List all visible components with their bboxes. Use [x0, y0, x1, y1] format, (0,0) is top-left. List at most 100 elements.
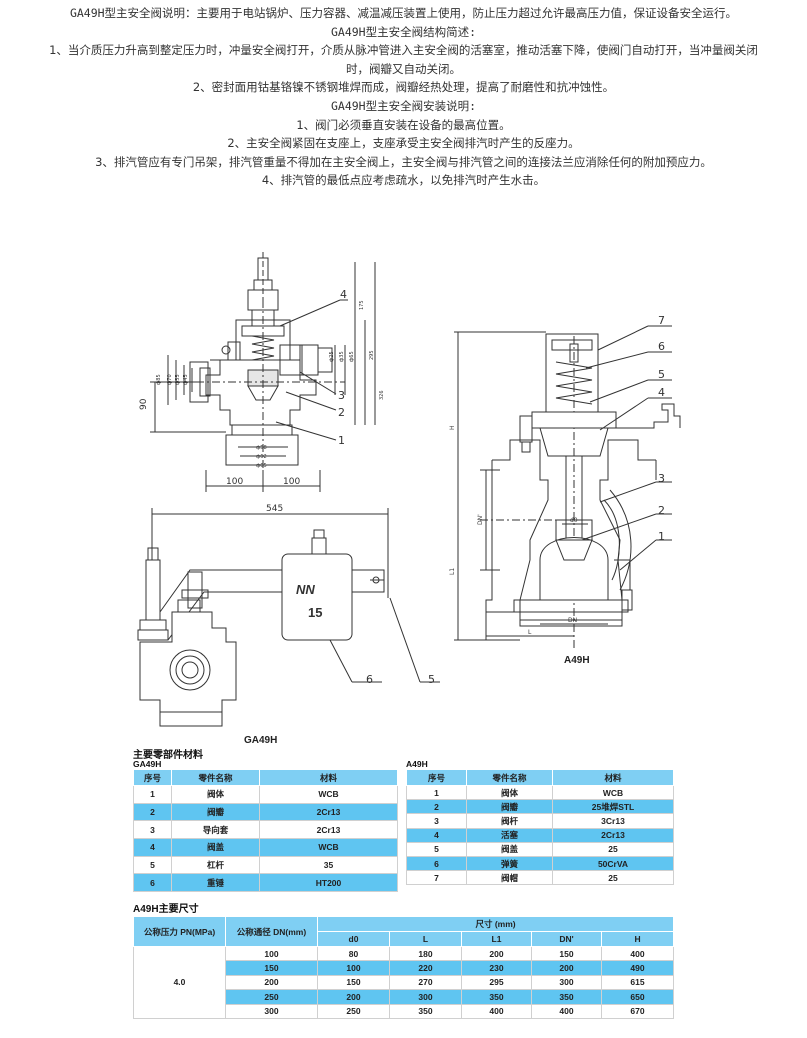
cell: 2 [133, 803, 172, 822]
cell: 7 [406, 870, 467, 886]
intro-line-6: GA49H型主安全阀安装说明: [330, 98, 477, 113]
cell: 250 [317, 1004, 390, 1019]
callout-1: 1 [658, 530, 665, 543]
intro-line-9: 3、排汽管应有专门吊架，排汽管重量不得加在主安全阀上，主安全阀与排汽管之间的连接… [95, 154, 712, 169]
cell: 670 [601, 1004, 675, 1019]
cell: 35 [259, 856, 398, 875]
cell: 阀瓣 [466, 799, 553, 815]
a49h-table-title: A49H [406, 759, 428, 769]
table-row: 4.0 100 80 180 200 150 400 [133, 946, 675, 1019]
a49h-section-view [454, 325, 681, 650]
cell: 220 [389, 960, 462, 976]
cell: 5 [133, 856, 172, 875]
callout-5: 5 [428, 673, 435, 686]
dim-label: ф45 [183, 374, 189, 385]
cell: 1 [133, 785, 172, 804]
cell: 100 [317, 960, 390, 976]
intro-line-1: GA49H型主安全阀说明：主要用于电站锅炉、压力容器、减温减压装置上使用，防止压… [69, 6, 738, 20]
cell: 25 [552, 842, 674, 857]
cell: 350 [389, 1004, 462, 1019]
caption-ga49h: GA49H [244, 735, 277, 746]
dim-h: H [449, 425, 456, 430]
ga49h-dim-text: 90 100 100 545 [139, 398, 300, 514]
table-row: 300 250 350 400 400 670 [134, 1004, 675, 1019]
cell: 1 [406, 785, 467, 801]
cell: 2Cr13 [259, 803, 398, 822]
cell: 350 [461, 989, 532, 1005]
table-subheader-row: d0 L L1 DN' H [134, 931, 675, 947]
intro-line-3: 1、当介质压力升高到整定压力时，冲量安全阀打开，介质从脉冲管进入主安全阀的活塞室… [49, 43, 758, 58]
col-header: 材料 [552, 769, 674, 786]
cell: 2 [406, 799, 467, 815]
table-row: 7 阀帽 25 [406, 870, 674, 886]
cell: 4 [406, 828, 467, 843]
cell: 100 [225, 946, 318, 962]
dim-label: 175 [359, 300, 365, 310]
cell: 230 [461, 960, 532, 976]
dim-label: ф55 [175, 374, 181, 385]
callout-3: 3 [338, 389, 345, 402]
cell: 阀杆 [466, 813, 553, 829]
a49h-dimensions-table: 公称压力 PN(MPa) 公称通径 DN(mm) 尺寸 (mm) d0 L L1… [133, 916, 675, 1019]
cell: 阀盖 [466, 842, 553, 857]
caption-a49h: A49H [564, 655, 590, 666]
cell: 弹簧 [466, 856, 553, 872]
callout-1: 1 [338, 434, 345, 447]
col-header: 材料 [259, 769, 398, 786]
dim-label: ф58 [256, 445, 267, 451]
cell: 650 [601, 989, 675, 1005]
callout-7: 7 [658, 314, 665, 327]
dim-label: ф70 [167, 374, 173, 385]
cell: 400 [531, 1004, 602, 1019]
callout-2: 2 [658, 504, 665, 517]
cell: 6 [133, 873, 172, 893]
cell: 80 [317, 946, 390, 962]
dim-label: ф25 [329, 351, 335, 362]
cell: 400 [601, 946, 675, 962]
cell: 2Cr13 [259, 820, 398, 840]
table-row: 3 导向套 2Cr13 [133, 820, 398, 840]
cell: 200 [531, 960, 602, 976]
parts-section-title: 主要零部件材料 [133, 750, 203, 761]
table-row: 1 阀体 WCB [406, 785, 674, 801]
cell: 阀体 [171, 785, 260, 804]
cell: 3Cr13 [552, 813, 674, 829]
intro-line-10: 4、排汽管的最低点应考虑疏水，以免排汽时产生水击。 [261, 173, 546, 188]
col-header: 序号 [406, 769, 467, 786]
cell: 25堆焊STL [552, 799, 674, 815]
dim-l: L [528, 629, 532, 636]
cell: WCB [259, 838, 398, 857]
cell-pn: 4.0 [133, 946, 226, 1019]
intro-line-8: 2、主安全阀紧固在支座上，支座承受主安全阀排汽时产生的反座力。 [227, 136, 580, 151]
weight-number: 15 [308, 605, 322, 620]
cell: 阀体 [466, 785, 553, 801]
table-row: 4 阀盖 WCB [133, 838, 398, 857]
table-header-row: 公称压力 PN(MPa) 公称通径 DN(mm) 尺寸 (mm) [133, 916, 675, 947]
table-row: 2 阀瓣 25堆焊STL [406, 799, 674, 815]
col-header: 序号 [133, 769, 172, 786]
cell: 180 [389, 946, 462, 962]
cell: 25 [552, 870, 674, 886]
col-header: 零件名称 [171, 769, 260, 786]
cell: 490 [601, 960, 675, 976]
a49h-callouts: 7 6 5 4 3 2 1 [658, 314, 665, 543]
dim-label: ф62 [256, 454, 267, 460]
table-row: 6 重锤 HT200 [133, 873, 398, 893]
dim-545: 545 [266, 504, 283, 514]
cell: 阀帽 [466, 870, 553, 886]
dim-d0: d0 [570, 517, 578, 524]
intro-line-5: 2、密封面用钴基铬镍不锈钢堆焊而成，阀瓣经热处理，提高了耐磨性和抗冲蚀性。 [192, 80, 615, 95]
cell: 615 [601, 975, 675, 991]
dim-label: ф65 [349, 351, 355, 362]
table-row: 5 阀盖 25 [406, 842, 674, 857]
dim-100-left: 100 [226, 477, 243, 487]
cell: 2Cr13 [552, 828, 674, 843]
callout-3: 3 [658, 472, 665, 485]
table-row: 1 阀体 WCB [133, 785, 398, 804]
intro-text: GA49H型主安全阀说明：主要用于电站锅炉、压力容器、减温减压装置上使用，防止压… [0, 4, 807, 190]
cell: 杠杆 [171, 856, 260, 875]
cell: 350 [531, 989, 602, 1005]
technical-drawing: ф85 ф70 ф55 ф45 ф58 ф62 ф65 ф25 ф35 ф65 … [137, 252, 681, 746]
callout-6: 6 [658, 340, 665, 353]
cell: HT200 [259, 873, 398, 893]
